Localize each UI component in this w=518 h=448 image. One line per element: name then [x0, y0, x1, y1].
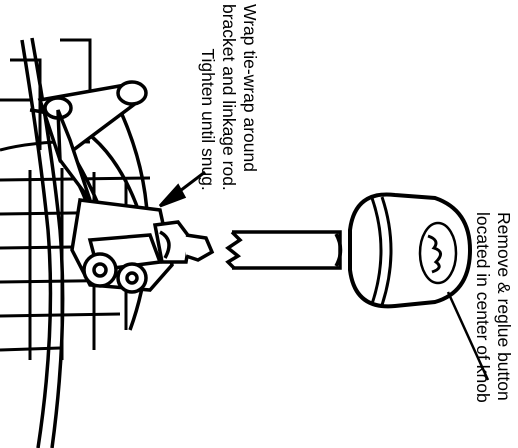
tie-wrap-instruction: Wrap tie-wrap around bracket and linkage…	[197, 4, 260, 191]
tie-wrap-instruction-line2: bracket and linkage rod.	[219, 4, 239, 191]
tie-wrap-instruction-line1: Wrap tie-wrap around	[240, 4, 260, 172]
pointer-arrow	[158, 170, 206, 208]
button-leader-line	[446, 291, 490, 381]
button-instruction-line2: located in center of knob	[473, 212, 493, 403]
tie-wrap-instruction-line3: Tighten until snug.	[198, 48, 218, 191]
lower-bracket	[70, 198, 174, 294]
shifter-shaft	[225, 230, 343, 270]
button-instruction-line1: Remove & reglue button	[494, 212, 514, 401]
button-instruction: Remove & reglue button located in center…	[472, 212, 514, 403]
upper-bracket	[37, 80, 148, 202]
grille-lattice	[0, 38, 151, 360]
knob-center-button	[418, 221, 458, 285]
tie-wrap	[152, 220, 215, 264]
